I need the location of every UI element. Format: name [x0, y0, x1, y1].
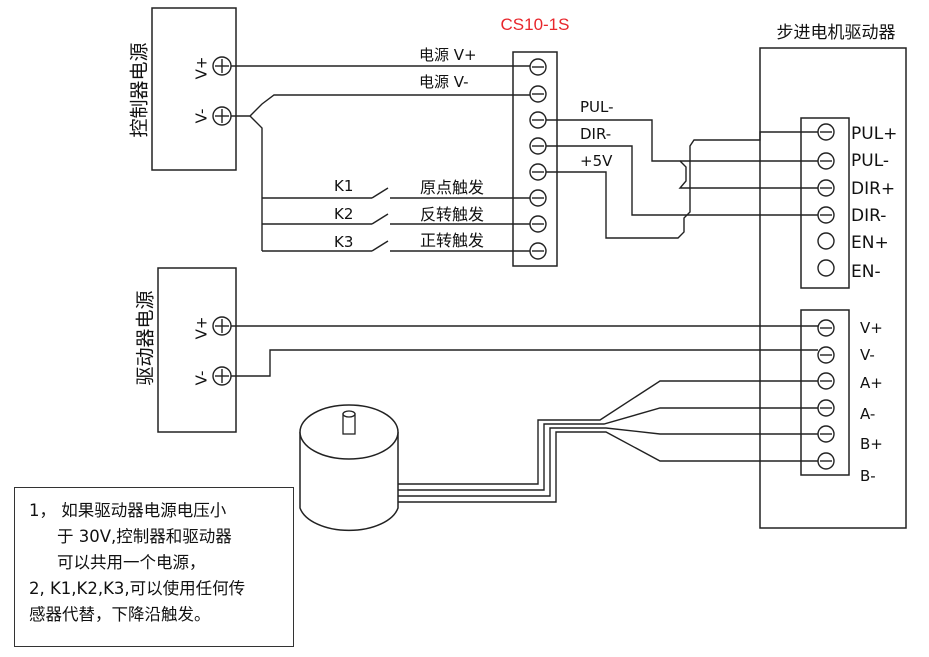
driver-power-block: [800, 309, 850, 476]
controller-vpos-terminal: [212, 56, 232, 76]
controller-power-box: 控制器电源 V+ V-: [129, 7, 237, 171]
driver-title: 步进电机驱动器: [777, 23, 896, 43]
driver-a-neg-label: A-: [860, 405, 875, 423]
driver-power-label: 驱动器电源: [135, 290, 157, 385]
note-line-4: 2, K1,K2,K3,可以使用任何传: [29, 579, 246, 598]
cs10-terminal-4: [529, 137, 547, 155]
controller-vneg-terminal: [212, 106, 232, 126]
driver-pwr-terminal-4: [817, 399, 835, 417]
note-line-3: 可以共用一个电源，: [57, 553, 206, 572]
cs10-terminal-7: [529, 215, 547, 233]
driver-pwr-terminal-6: [817, 452, 835, 470]
cs10-terminal-6: [529, 189, 547, 207]
driver-pwr-terminal-5: [817, 425, 835, 443]
driver-power-box: 驱动器电源 V+ V-: [135, 267, 237, 433]
pul-label: PUL-: [580, 98, 614, 116]
note-line-5: 感器代替，下降沿触发。: [29, 605, 211, 624]
driver-a-pos-label: A+: [860, 374, 883, 392]
power-pos-label: 电源 V+: [419, 46, 477, 64]
driver-b-pos-label: B+: [860, 435, 883, 453]
wires: [231, 65, 818, 503]
driver-en-neg-label: EN-: [851, 262, 881, 282]
driver-v-pos-label: V+: [860, 319, 883, 337]
driver-vneg-label: V-: [193, 371, 211, 386]
driver-dir-pos-label: DIR+: [851, 179, 895, 199]
driver-sig-terminal-3: [817, 179, 835, 197]
cs10-terminal-1: [529, 58, 547, 76]
driver-pwr-terminal-1: [817, 319, 835, 337]
driver-vpos-terminal: [212, 316, 232, 336]
cs10-terminal-2: [529, 85, 547, 103]
driver-b-neg-label: B-: [860, 467, 876, 485]
cs10-terminal-5: [529, 163, 547, 181]
forward-trigger-label: 正转触发: [420, 231, 484, 250]
controller-vneg-label: V-: [193, 109, 211, 124]
cs10-terminal-block: [512, 51, 558, 267]
reverse-trigger-label: 反转触发: [420, 205, 484, 224]
v5-label: +5V: [580, 152, 613, 170]
power-neg-label: 电源 V-: [419, 73, 469, 91]
motor-shaft: [342, 410, 356, 435]
notes-box: 1， 如果驱动器电源电压小 于 30V,控制器和驱动器 可以共用一个电源， 2,…: [14, 487, 294, 647]
cs10-terminal-8: [529, 242, 547, 260]
driver-sig-terminal-4: [817, 206, 835, 224]
home-trigger-label: 原点触发: [420, 178, 484, 197]
switch-k1-label: K1: [334, 177, 353, 195]
stepper-motor: [299, 404, 399, 532]
switch-k3-label: K3: [334, 233, 353, 251]
driver-sig-terminal-1: [817, 123, 835, 141]
driver-vpos-label: V+: [193, 317, 211, 340]
driver-pwr-terminal-3: [817, 372, 835, 390]
driver-pwr-terminal-2: [817, 346, 835, 364]
driver-sig-terminal-5: [817, 232, 835, 250]
controller-vpos-label: V+: [193, 57, 211, 80]
driver-vneg-terminal: [212, 366, 232, 386]
driver-pul-pos-label: PUL+: [851, 124, 897, 144]
switch-k2-label: K2: [334, 205, 353, 223]
driver-en-pos-label: EN+: [851, 233, 889, 253]
note-line-2: 于 30V,控制器和驱动器: [57, 527, 232, 546]
note-line-1: 1， 如果驱动器电源电压小: [29, 501, 227, 520]
controller-power-label: 控制器电源: [129, 42, 151, 137]
driver-pul-neg-label: PUL-: [851, 151, 889, 171]
dir-label: DIR-: [580, 125, 611, 143]
driver-sig-terminal-2: [817, 152, 835, 170]
controller-title: CS10-1S: [501, 15, 570, 34]
driver-dir-neg-label: DIR-: [851, 206, 886, 226]
driver-v-neg-label: V-: [860, 346, 875, 364]
driver-signal-block: [800, 117, 850, 289]
cs10-terminal-3: [529, 111, 547, 129]
driver-sig-terminal-6: [817, 259, 835, 277]
